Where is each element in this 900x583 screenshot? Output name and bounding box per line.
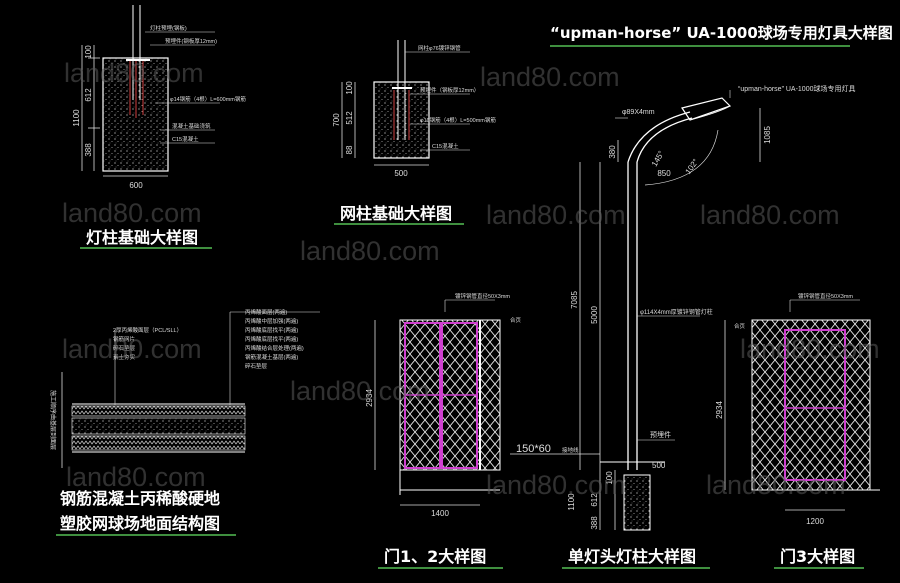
surface-note-2: 丙烯酸底层找平(两遍)	[245, 326, 298, 334]
pole-fnd-612: 612	[590, 493, 599, 507]
net-fnd-note-leaders	[405, 51, 470, 151]
surface-note-4: 丙烯酸结合层处理(两遍)	[245, 344, 304, 352]
door3-dim-width: 1200	[806, 517, 824, 526]
pole-dim-shaft: 5000	[590, 306, 599, 324]
surface-left-note-3: 素土夯实	[113, 353, 136, 361]
pole-foundation-block	[623, 474, 651, 531]
arm-angle1: 145°	[650, 149, 666, 168]
surface-note-3: 丙烯酸底层找平(两遍)	[245, 335, 298, 343]
pole-dia-main: φ114X4mm厚镀锌钢管灯柱	[640, 308, 713, 316]
door3-detail: 2934 1200 镀锌钢管直径50X3mm 合页	[715, 292, 880, 526]
net-fnd-note-3: C15混凝土	[432, 142, 459, 150]
lamp-fnd-note-4: C15混凝土	[172, 135, 199, 143]
lamp-foundation-detail: 1100 100 612 388 600 灯柱预埋(钢板) 预埋件(钢板厚12m…	[72, 5, 246, 190]
door12-title: 门1、2大样图	[384, 547, 487, 566]
door12-gate-note: 合页	[510, 316, 522, 324]
surface-note-0: 丙烯酸面层(两遍)	[245, 308, 287, 316]
net-foundation-detail: 700 100 512 88 500 网柱φ76镀锌钢管 预埋件（钢板厚12mm…	[332, 40, 496, 178]
pole-arm-rise: 1085	[763, 126, 772, 144]
lamp-foundation-title: 灯柱基础大样图	[86, 228, 199, 247]
door12-pipe-note: 镀锌钢管直径50X3mm	[455, 292, 510, 300]
net-fnd-dim-bottom: 88	[345, 145, 354, 154]
surface-concrete-layer	[71, 417, 246, 435]
arm-reach: 850	[657, 169, 671, 178]
lamp-fnd-dim-bottom: 388	[84, 143, 93, 157]
arm-dim-arc	[644, 129, 719, 186]
door3-gate	[784, 329, 846, 481]
pole-arm	[627, 111, 691, 163]
net-fnd-dim-total: 700	[332, 113, 341, 127]
net-fnd-dim-width: 500	[394, 169, 408, 178]
net-foundation-title: 网柱基础大样图	[340, 204, 453, 223]
pole-dim-total: 7085	[570, 291, 579, 309]
lamp-fnd-note-0: 灯柱预埋(钢板)	[150, 24, 187, 32]
surface-left-note-1: 钢筋网片	[113, 335, 135, 343]
net-foundation-block	[373, 81, 430, 159]
lamp-fnd-dim-top: 100	[84, 45, 93, 59]
base-note: 接地线	[562, 446, 579, 454]
base-500: 500	[652, 461, 666, 470]
pole-fnd-388: 388	[590, 516, 599, 530]
court-surface-section: 施工顺序由基层到面层 2厚丙烯酸面层（PCL/SLL） 钢筋网片 碎石垫层 素土…	[49, 308, 320, 468]
lamp-fnd-note-leaders	[145, 31, 220, 144]
door3-title-underline	[774, 567, 864, 569]
surface-title-underline	[56, 534, 236, 536]
lamp-fixture-title: “upman-horse” UA-1000球场专用灯具大样图	[550, 24, 893, 42]
door3-pipe-note: 镀锌钢管直径50X3mm	[798, 292, 853, 300]
single-pole-title-underline	[562, 567, 710, 569]
surface-note-1: 丙烯酸中层加强(两遍)	[245, 317, 298, 325]
door3-gate-note: 合页	[734, 322, 746, 330]
door12-title-underline	[378, 567, 503, 569]
lamp-fnd-note-1: 预埋件(钢板厚12mm)	[165, 37, 217, 45]
surface-title-line2: 塑胶网球场地面结构图	[60, 514, 221, 533]
surface-leaders	[114, 311, 320, 405]
arm-angle2: 102°	[684, 157, 701, 176]
pole-fnd-1100: 1100	[567, 493, 576, 511]
door3-dim-height: 2934	[715, 401, 724, 419]
net-fnd-dim-top: 100	[345, 81, 354, 95]
lamp-fnd-note-3: 混凝土基础浇筑	[172, 122, 211, 130]
single-lamp-pole-detail: φ89X4mm 380 145° 850 102° 1085 7085 5000…	[510, 84, 855, 531]
lamp-fnd-note-2: φ14钢筋（4根）L=600mm钢筋	[170, 95, 246, 103]
door12-dim-height: 2934	[365, 389, 374, 407]
net-fnd-dim-mid: 512	[345, 111, 354, 125]
surface-title-line1: 钢筋混凝土丙稀酸硬地	[60, 489, 221, 508]
lamp-head	[681, 97, 732, 121]
lamp-fnd-dim-mid: 612	[84, 88, 93, 102]
lamp-fnd-dim-width: 600	[129, 181, 143, 190]
net-foundation-title-underline	[334, 223, 464, 225]
single-pole-title: 单灯头灯柱大样图	[568, 547, 697, 566]
pole-dim-top: 380	[608, 145, 617, 159]
door12-detail: 2934 1400 镀锌钢管直径50X3mm 合页	[365, 292, 522, 518]
pole-dia-top: φ89X4mm	[622, 109, 655, 116]
pole-fnd-100: 100	[605, 471, 614, 485]
surface-vertical-note: 施工顺序由基层到面层	[49, 390, 57, 450]
net-fnd-note-2: φ10钢筋（4根）L=500mm钢筋	[420, 116, 496, 124]
door3-title: 门3大样图	[780, 547, 856, 566]
net-fnd-note-1: 预埋件（钢板厚12mm）	[420, 86, 479, 94]
base-plate-dim: 150*60	[516, 443, 551, 455]
lamp-callout: “upman-horse” UA-1000球场专用灯具	[738, 84, 855, 93]
surface-left-note-0: 2厚丙烯酸面层（PCL/SLL）	[113, 326, 182, 334]
door12-dim-width: 1400	[431, 509, 449, 518]
surface-gravel-layer	[71, 435, 246, 451]
surface-note-6: 碎石垫层	[245, 362, 268, 370]
surface-left-note-2: 碎石垫层	[113, 344, 136, 352]
lamp-foundation-title-underline	[80, 247, 212, 249]
surface-note-5: 钢筋混凝土基层(两遍)	[245, 353, 298, 361]
surface-top-layer	[71, 405, 246, 417]
door3-fence-panel	[751, 319, 871, 491]
lamp-fnd-dim-total: 1100	[72, 109, 81, 127]
embed-part-label: 预埋件	[650, 430, 671, 439]
net-fnd-note-0: 网柱φ76镀锌钢管	[418, 44, 461, 52]
lamp-fixture-title-underline	[550, 45, 850, 47]
